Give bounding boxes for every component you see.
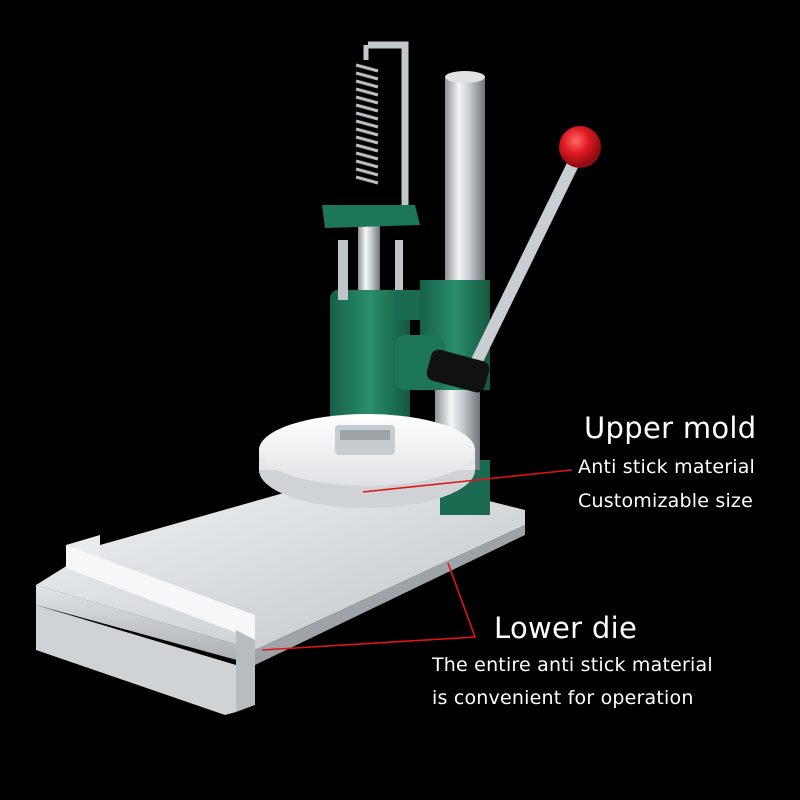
upper-mold-feature-1: Anti stick material [578, 456, 756, 478]
lower-die-tray [36, 470, 525, 715]
lower-die-title: Lower die [494, 611, 638, 645]
callout-lines [261, 469, 573, 651]
upper-mold-title: Upper mold [584, 411, 757, 445]
guide-pole [435, 71, 485, 470]
lower-die-feature-2: is convenient for operation [432, 687, 694, 709]
handle-lever [426, 126, 601, 393]
lower-die-feature-1: The entire anti stick material [432, 654, 713, 676]
return-spring [355, 41, 409, 215]
red-knob [559, 126, 601, 168]
upper-mold-disc [259, 414, 475, 508]
upper-mold-feature-2: Customizable size [578, 490, 753, 512]
